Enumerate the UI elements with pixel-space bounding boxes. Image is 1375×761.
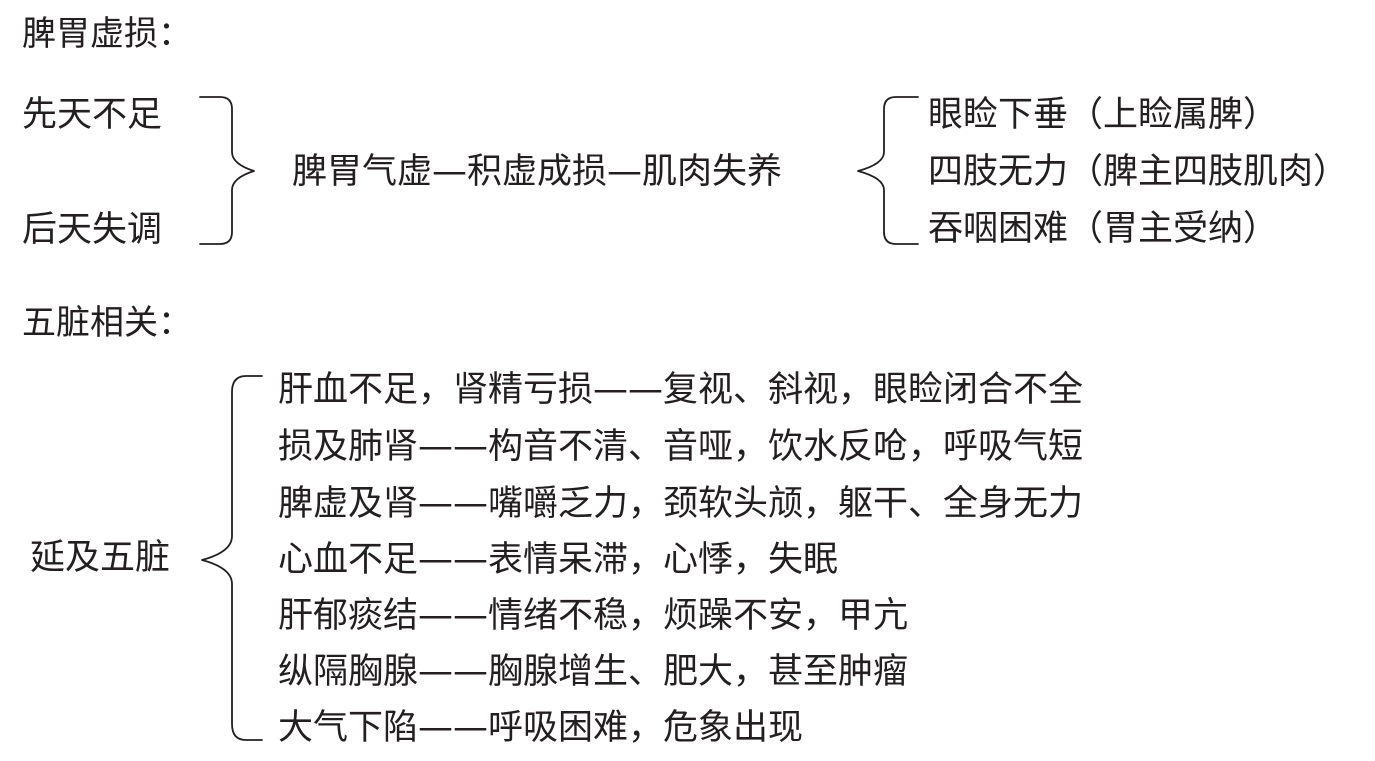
effect-dysphagia: 吞咽困难（胃主受纳） xyxy=(928,209,1279,249)
organ-item-liver-kidney: 肝血不足，肾精亏损——复视、斜视，眼睑闭合不全 xyxy=(278,370,1084,410)
section-heading-five-organs: 五脏相关： xyxy=(22,303,192,343)
organ-item-liver-phlegm: 肝郁痰结——情绪不稳，烦躁不安，甲亢 xyxy=(278,596,909,636)
organ-item-spleen-kidney: 脾虚及肾——嘴嚼乏力，颈软头颃，躯干、全身无力 xyxy=(278,484,1084,524)
effect-ptosis: 眼睑下垂（上睑属脾） xyxy=(928,95,1279,135)
cause-acquired: 后天失调 xyxy=(22,210,163,250)
effect-limb-weakness: 四肢无力（脾主四肢肌肉） xyxy=(928,152,1349,192)
organ-item-thymus: 纵隔胸腺——胸腺增生、肥大，甚至肿瘤 xyxy=(278,652,909,692)
organ-item-heart: 心血不足——表情呆滞，心悸，失眠 xyxy=(278,540,839,580)
section-heading-spleen-stomach: 脾胃虚损： xyxy=(22,14,192,54)
organ-item-lung-kidney: 损及肺肾——构音不清、音哑，饮水反呛，呼吸气短 xyxy=(278,427,1084,467)
organ-brace xyxy=(201,375,263,741)
organ-item-qi-sinking: 大气下陷——呼吸困难，危象出现 xyxy=(278,708,804,748)
organ-root-label: 延及五脏 xyxy=(30,538,171,578)
pathogenesis-chain: 脾胃气虚—积虚成损—肌肉失养 xyxy=(292,152,783,192)
effect-brace xyxy=(857,96,919,245)
cause-brace xyxy=(199,96,255,245)
cause-congenital: 先天不足 xyxy=(22,95,163,135)
